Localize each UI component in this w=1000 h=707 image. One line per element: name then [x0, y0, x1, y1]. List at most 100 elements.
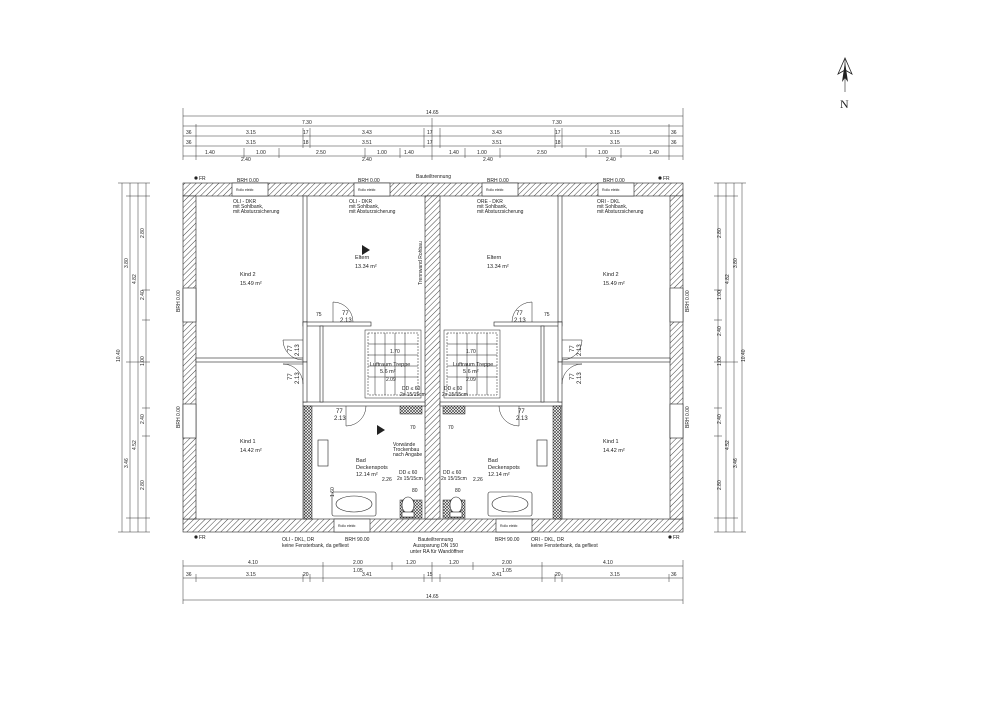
svg-text:3.15: 3.15	[246, 140, 256, 146]
bottom-total-dim: 14.65	[426, 594, 439, 600]
stair-left	[364, 329, 422, 399]
svg-text:13.34 m²: 13.34 m²	[355, 264, 377, 270]
room-kind2-left: Kind 2	[240, 272, 256, 278]
svg-text:2.26: 2.26	[473, 477, 483, 483]
svg-text:14.42 m²: 14.42 m²	[240, 448, 262, 454]
misc-dims: DD ≤ 60 2x 15/15cm DD ≤ 60 2x 15/15cm DD…	[316, 312, 550, 497]
svg-text:75: 75	[544, 312, 550, 318]
svg-text:2.80: 2.80	[717, 480, 723, 490]
svg-text:1.40: 1.40	[649, 150, 659, 156]
svg-text:36: 36	[671, 140, 677, 146]
svg-text:17: 17	[427, 130, 433, 136]
room-kind1-left: Kind 1	[240, 439, 256, 445]
svg-text:77: 77	[518, 409, 525, 415]
svg-text:20: 20	[303, 572, 309, 578]
svg-text:70: 70	[410, 425, 416, 431]
svg-text:1.20: 1.20	[406, 560, 416, 566]
svg-text:4.10: 4.10	[248, 560, 258, 566]
svg-text:77: 77	[336, 409, 343, 415]
svg-text:3.15: 3.15	[610, 140, 620, 146]
svg-text:2.40: 2.40	[483, 157, 493, 163]
svg-text:2.26: 2.26	[382, 477, 392, 483]
room-bad-right: Bad	[488, 458, 498, 464]
svg-text:3.80: 3.80	[124, 258, 130, 268]
door-dims: 77 2.13 77 2.13 77 2.13 77 2.13 77 2.13 …	[288, 311, 583, 422]
svg-text:Vorwände: Vorwände	[393, 442, 415, 448]
svg-text:2x 15/15cm: 2x 15/15cm	[397, 476, 423, 482]
svg-text:1.70: 1.70	[390, 349, 400, 355]
top-row1-dims: 36 3.15 17 3.43 17 3.43 17 3.15 36	[186, 130, 677, 136]
svg-text:3.80: 3.80	[733, 258, 739, 268]
svg-text:2.13: 2.13	[514, 318, 526, 324]
left-dimension-chains	[118, 182, 150, 533]
svg-text:1.05: 1.05	[353, 568, 363, 574]
svg-text:2.13: 2.13	[340, 318, 352, 324]
svg-text:2.09: 2.09	[386, 377, 396, 383]
top-half-left-dim: 7.30	[302, 120, 312, 126]
svg-text:2.80: 2.80	[717, 228, 723, 238]
bauteiltrennung-bottom: Bauteiltrennung Aussparung DN 150 unter …	[410, 537, 464, 555]
svg-text:36: 36	[671, 130, 677, 136]
svg-text:3.15: 3.15	[610, 572, 620, 578]
svg-text:70: 70	[448, 425, 454, 431]
svg-text:2.13: 2.13	[516, 416, 528, 422]
svg-text:1.40: 1.40	[205, 150, 215, 156]
svg-text:1.00: 1.00	[140, 356, 146, 366]
svg-text:BRH 0.00: BRH 0.00	[487, 178, 509, 184]
svg-text:4.82: 4.82	[132, 274, 138, 284]
svg-text:BRH 0.00: BRH 0.00	[176, 290, 182, 312]
svg-text:3.41: 3.41	[492, 572, 502, 578]
room-eltern-right: Eltern	[487, 255, 501, 261]
room-kind1-right: Kind 1	[603, 439, 619, 445]
outer-walls	[182, 182, 684, 533]
fr-markers: FR FR FR FR	[194, 176, 680, 541]
svg-text:Rollo elektr.: Rollo elektr.	[500, 524, 518, 528]
bottom-dimension-chains	[182, 560, 684, 604]
svg-text:2.13: 2.13	[577, 344, 583, 356]
svg-text:2.80: 2.80	[140, 480, 146, 490]
svg-text:13.34 m²: 13.34 m²	[487, 264, 509, 270]
svg-text:1.40: 1.40	[404, 150, 414, 156]
svg-text:keine Fensterbank, da gefliest: keine Fensterbank, da gefliest	[531, 543, 598, 549]
svg-text:2.40: 2.40	[140, 414, 146, 424]
svg-text:2.00: 2.00	[353, 560, 363, 566]
svg-text:3.41: 3.41	[362, 572, 372, 578]
top-row3-dims: 1.40 1.00 2.50 1.00 1.40 1.40 1.00 2.50 …	[205, 150, 659, 163]
svg-text:BRH 0.00: BRH 0.00	[685, 406, 691, 428]
svg-text:Rollo elektr.: Rollo elektr.	[338, 524, 356, 528]
svg-text:15: 15	[427, 572, 433, 578]
room-bad-left: Bad	[356, 458, 366, 464]
svg-text:3.46: 3.46	[733, 458, 739, 468]
svg-text:Rollo elektr.: Rollo elektr.	[486, 188, 504, 192]
svg-text:Bauteiltrennung: Bauteiltrennung	[418, 537, 453, 543]
svg-text:ORI - DKL, DR: ORI - DKL, DR	[531, 537, 564, 543]
room-kind2-right: Kind 2	[603, 272, 619, 278]
svg-text:1.00: 1.00	[598, 150, 608, 156]
svg-text:3.46: 3.46	[124, 458, 130, 468]
svg-text:FR: FR	[663, 176, 670, 182]
svg-text:BRH 90.00: BRH 90.00	[345, 537, 370, 543]
svg-text:ORI - DKL: ORI - DKL	[597, 199, 620, 205]
svg-text:Trockenbau: Trockenbau	[393, 447, 419, 453]
window-notes: OLI - DKR mit Sohlbank, mit Absturzsiche…	[233, 199, 644, 549]
svg-text:4.82: 4.82	[725, 274, 731, 284]
svg-text:2.40: 2.40	[140, 290, 146, 300]
svg-text:2.50: 2.50	[316, 150, 326, 156]
svg-text:4.52: 4.52	[132, 440, 138, 450]
top-total-dim: 14.65	[426, 110, 439, 116]
svg-text:77: 77	[342, 311, 349, 317]
svg-text:FR: FR	[673, 535, 680, 541]
svg-text:mit Sohlbank,: mit Sohlbank,	[233, 204, 263, 210]
svg-text:3.15: 3.15	[610, 130, 620, 136]
svg-text:1.00: 1.00	[477, 150, 487, 156]
svg-text:mit Sohlbank,: mit Sohlbank,	[349, 204, 379, 210]
svg-text:36: 36	[186, 130, 192, 136]
svg-text:12.14 m²: 12.14 m²	[356, 472, 378, 478]
svg-text:2.13: 2.13	[295, 372, 301, 384]
right-dimension-chains	[714, 182, 746, 533]
svg-text:unter RA für Wandöffner: unter RA für Wandöffner	[410, 549, 464, 555]
svg-text:77: 77	[570, 345, 576, 352]
room-labels: Kind 2 15.49 m² Eltern 13.34 m² Eltern 1…	[240, 255, 625, 478]
svg-text:2x 15/15cm: 2x 15/15cm	[441, 476, 467, 482]
svg-text:mit Absturzsicherung: mit Absturzsicherung	[349, 209, 396, 215]
